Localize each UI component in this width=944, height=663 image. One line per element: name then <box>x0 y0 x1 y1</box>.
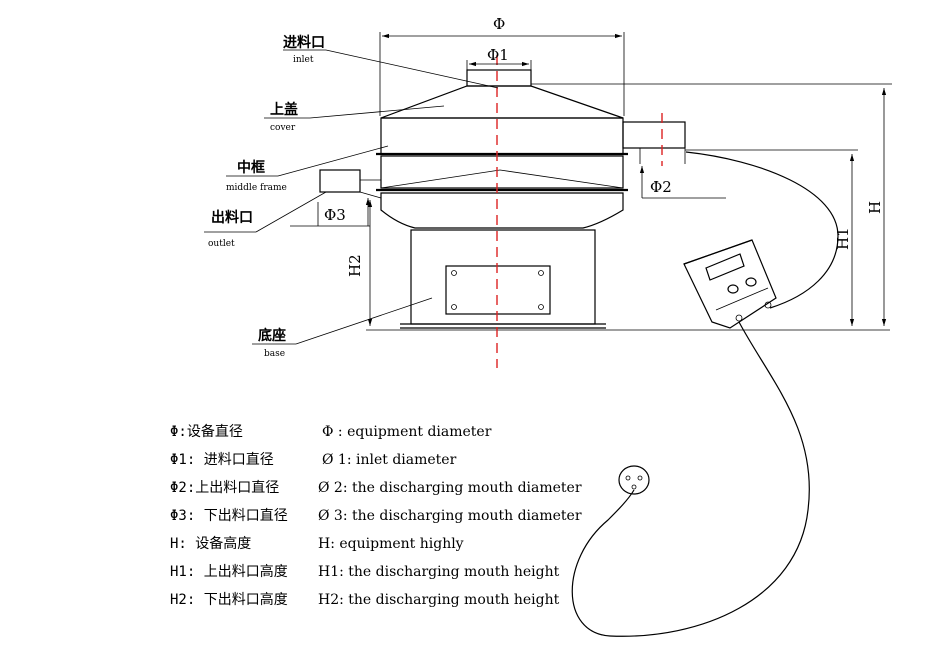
legend-cn-6: H2: 下出料口高度 <box>170 591 288 608</box>
legend-cn-5: H1: 上出料口高度 <box>170 563 288 580</box>
dimension-h: H <box>531 83 892 326</box>
middle-label-en: middle frame <box>226 183 287 193</box>
middle-label-cn: 中框 <box>237 159 265 176</box>
control-box <box>683 239 777 329</box>
outlet-label-en: outlet <box>208 239 235 249</box>
dimension-h2: H2 <box>346 200 373 326</box>
cover-shape <box>380 85 624 119</box>
power-plug <box>618 465 650 495</box>
legend-cn-2: Φ2:上出料口直径 <box>170 479 279 496</box>
motor-cable <box>685 151 839 309</box>
base-plate <box>445 265 551 315</box>
legend-cn-1: Φ1: 进料口直径 <box>170 451 274 468</box>
dim-phi: Φ <box>493 15 505 33</box>
legend-cn-3: Φ3: 下出料口直径 <box>170 507 288 524</box>
lower-frame <box>380 192 624 229</box>
dimension-phi2: Φ2 <box>639 166 726 199</box>
lower-outlet-spout <box>319 169 361 193</box>
legend: Φ:设备直径 Φ : equipment diameter Φ1: 进料口直径 … <box>170 423 582 608</box>
legend-en-0: Φ : equipment diameter <box>322 424 492 440</box>
base-shape <box>410 229 596 325</box>
cover-label-cn: 上盖 <box>270 101 298 118</box>
dim-phi3: Φ3 <box>324 206 346 224</box>
dim-phi2: Φ2 <box>650 178 672 196</box>
label-cover: 上盖 cover <box>264 101 445 133</box>
legend-en-5: H1: the discharging mouth height <box>318 564 560 580</box>
legend-cn-0: Φ:设备直径 <box>170 423 243 440</box>
dimension-phi: Φ <box>379 15 625 116</box>
dim-h1: H1 <box>834 227 852 250</box>
legend-en-1: Ø 1: inlet diameter <box>322 452 457 468</box>
legend-en-3: Ø 3: the discharging mouth diameter <box>318 508 582 524</box>
dimension-h1: H1 <box>685 149 858 326</box>
cover-label-en: cover <box>270 123 296 133</box>
power-cable <box>571 321 810 637</box>
label-middle-frame: 中框 middle frame <box>226 145 389 193</box>
base-label-cn: 底座 <box>258 327 286 344</box>
dim-h: H <box>866 201 884 214</box>
display-screen <box>705 253 745 281</box>
label-outlet: 出料口 outlet <box>204 191 327 249</box>
label-base: 底座 base <box>252 297 433 359</box>
base-label-en: base <box>264 349 285 359</box>
dim-h2: H2 <box>346 254 364 277</box>
middle-frame-shape <box>380 155 624 189</box>
dimension-phi1: Φ1 <box>466 46 532 72</box>
knob-right <box>745 277 757 287</box>
upper-frame <box>380 117 624 155</box>
outlet-label-cn: 出料口 <box>211 209 253 226</box>
legend-cn-4: H: 设备高度 <box>170 535 251 552</box>
inlet-label-en: inlet <box>293 55 314 65</box>
dimension-phi3: Φ3 <box>290 198 371 227</box>
sieve-machine <box>319 69 890 331</box>
label-inlet: 进料口 inlet <box>283 34 499 89</box>
legend-en-2: Ø 2: the discharging mouth diameter <box>318 480 582 496</box>
upper-outlet-spout <box>622 121 686 149</box>
dim-phi1: Φ1 <box>487 46 509 64</box>
legend-en-4: H: equipment highly <box>318 536 464 552</box>
inlet-label-cn: 进料口 <box>283 34 325 51</box>
legend-en-6: H2: the discharging mouth height <box>318 592 560 608</box>
knob-left <box>727 284 739 294</box>
